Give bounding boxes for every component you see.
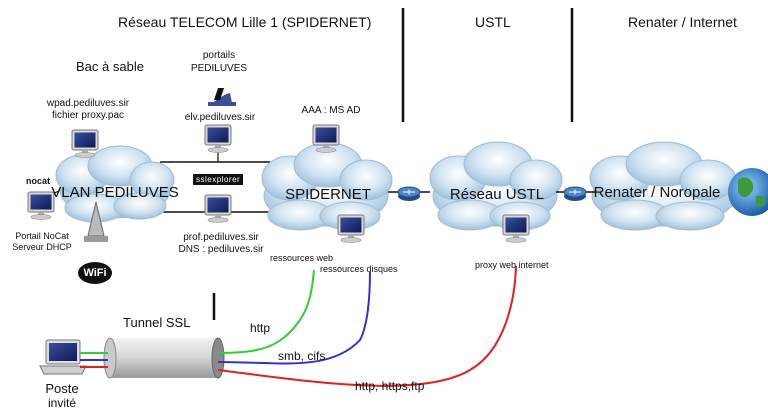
tunnel-label: Tunnel SSL	[123, 315, 191, 330]
https-link-label: http, https,ftp	[355, 379, 425, 393]
renater-cloud-label: Renater / Noropale	[593, 184, 721, 201]
ressources-web-label: ressources web	[270, 253, 334, 263]
sandbox-label: Bac à sable	[76, 59, 144, 74]
client-label-line1: Poste	[45, 381, 79, 396]
portails-label-line2: PEDILUVES	[190, 63, 248, 74]
elv-label: elv.pediluves.sir	[184, 112, 256, 123]
nocat-label-line1: Portail NoCat	[15, 231, 69, 241]
proxy-label: proxy web internet	[475, 260, 549, 270]
wifi-antenna-icon	[84, 201, 108, 242]
sslexplorer-logo: sslexplorer	[193, 174, 244, 185]
ustl-cloud-label: Réseau USTL	[449, 186, 545, 203]
prof-server-icon	[204, 194, 232, 223]
prof-label-line2: DNS : pediluves.sir	[178, 244, 264, 255]
smb-link-label: smb, cifs	[278, 349, 326, 363]
aaa-label: AAA : MS AD	[301, 105, 361, 116]
https-link	[80, 265, 517, 387]
wpad-label-line2: fichier proxy.pac	[51, 110, 125, 121]
wpad-label-line1: wpad.pediluves.sir	[46, 98, 130, 109]
nocat-label-line2: Serveur DHCP	[12, 242, 72, 252]
renater-cloud	[589, 141, 737, 231]
router-spidernet-ustl	[388, 186, 430, 201]
http-link	[80, 269, 315, 354]
globe-icon	[728, 168, 768, 216]
portails-label-line1: portails	[202, 50, 236, 61]
laptop-icon	[39, 339, 87, 375]
zone-renater-header: Renater / Internet	[628, 14, 737, 30]
proxy-server-icon	[502, 214, 530, 243]
nocat-logo: nocat	[26, 176, 51, 186]
router-ustl-renater	[556, 186, 596, 201]
smb-link	[80, 271, 371, 365]
vlan-cloud-label: VLAN PEDILUVES	[51, 184, 179, 201]
resources-server-icon	[337, 214, 365, 243]
elv-server-icon	[204, 124, 232, 153]
nocat-server-icon	[27, 191, 55, 220]
spidernet-cloud	[261, 142, 393, 231]
http-link-label: http	[250, 321, 271, 335]
spidernet-cloud-label: SPIDERNET	[285, 186, 371, 203]
portails-icon	[208, 88, 236, 106]
ssl-tunnel	[103, 337, 225, 379]
client-label-line2: invité	[47, 396, 77, 410]
wifi-logo: WiFi	[78, 262, 112, 284]
wpad-server-icon	[71, 129, 99, 158]
zone-ustl-header: USTL	[475, 14, 511, 30]
prof-label-line1: prof.pediluves.sir	[183, 232, 259, 243]
zone-spidernet-header: Réseau TELECOM Lille 1 (SPIDERNET)	[118, 14, 372, 30]
ressources-disques-label: ressources disques	[320, 264, 398, 274]
